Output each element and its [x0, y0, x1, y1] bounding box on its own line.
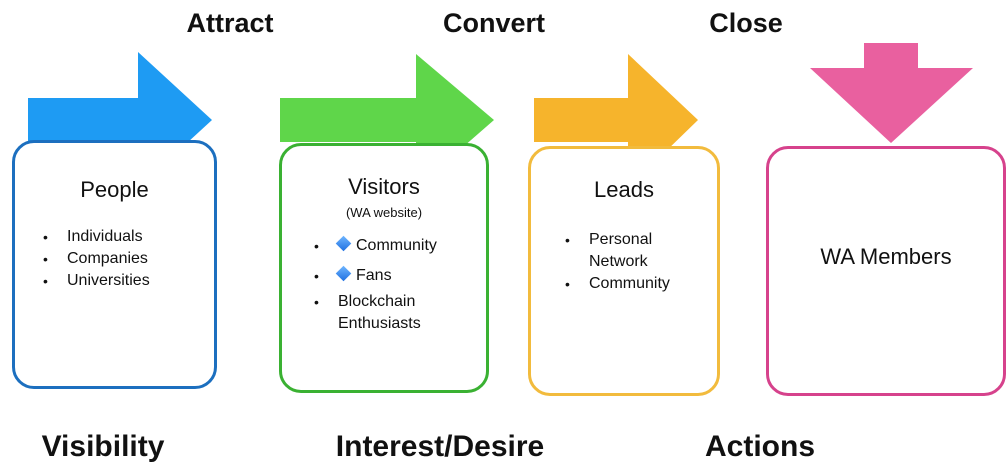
stage-label-convert: Convert: [442, 8, 546, 38]
list-item: •Community: [565, 275, 670, 292]
stage-label-attract: Attract: [186, 8, 274, 38]
members-down-arrow: [810, 43, 973, 143]
members-title: WA Members: [820, 244, 952, 269]
members-box: WA Members: [766, 146, 1006, 396]
leads-box: Leads •Personal Network •Community: [528, 146, 720, 396]
list-item: •Universities: [43, 272, 150, 289]
list-item: •Blockchain Enthusiasts: [314, 293, 421, 332]
visitors-list: •Community •Fans •Blockchain Enthusiasts: [314, 235, 458, 335]
outcome-label-interest: Interest/Desire: [335, 430, 545, 463]
list-item: •Fans: [314, 265, 392, 284]
stage-label-close: Close: [709, 8, 783, 38]
people-box: People •Individuals •Companies •Universi…: [12, 140, 217, 389]
list-item: •Personal Network: [565, 231, 653, 270]
visitors-subtitle: (WA website): [345, 205, 423, 220]
blue-diamond-icon: [335, 235, 352, 252]
outcome-label-actions: Actions: [704, 430, 816, 463]
visitors-box: Visitors (WA website) •Community •Fans •…: [279, 143, 489, 393]
people-list: •Individuals •Companies •Universities: [43, 226, 150, 292]
outcome-label-visibility: Visibility: [41, 430, 165, 463]
leads-title: Leads: [594, 177, 654, 202]
list-item: •Community: [314, 235, 437, 254]
list-item: •Companies: [43, 250, 148, 267]
people-title: People: [80, 177, 149, 202]
visitors-title: Visitors: [348, 174, 420, 199]
blue-diamond-icon: [335, 265, 352, 282]
list-item: •Individuals: [43, 228, 143, 245]
leads-list: •Personal Network •Community: [565, 229, 689, 295]
